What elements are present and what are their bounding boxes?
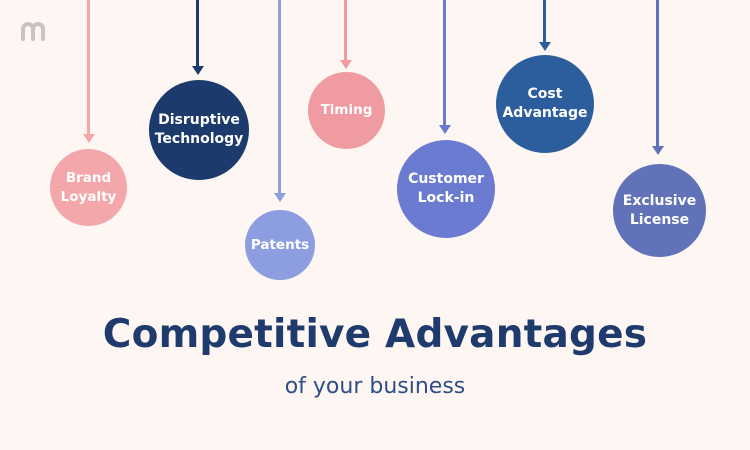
connector-line-cost-advantage bbox=[543, 0, 546, 43]
advantage-node-exclusive-license: Exclusive License bbox=[613, 164, 706, 257]
advantage-node-customer-lock-in: Customer Lock-in bbox=[397, 140, 495, 238]
advantage-node-brand-loyalty: Brand Loyalty bbox=[50, 149, 127, 226]
node-label-line2: Lock-in bbox=[417, 190, 475, 206]
node-label-line1: Customer bbox=[408, 171, 484, 188]
node-label-line1: Exclusive bbox=[622, 192, 697, 209]
node-label-line2: License bbox=[629, 211, 690, 228]
advantage-node-cost-advantage: Cost Advantage bbox=[496, 55, 594, 153]
advantage-node-patents: Patents bbox=[245, 210, 315, 280]
arrow-down-icon bbox=[651, 146, 664, 155]
node-label-line1: Cost bbox=[527, 86, 563, 103]
node-label-line2: Loyalty bbox=[60, 188, 117, 205]
node-label-line2: Technology bbox=[154, 131, 244, 147]
page-subtitle: of your business bbox=[284, 374, 466, 399]
advantage-node-disruptive-technology: Disruptive Technology bbox=[149, 80, 249, 180]
page-title: Competitive Advantages bbox=[102, 312, 648, 357]
connector-line-brand-loyalty bbox=[87, 0, 90, 136]
arrow-down-icon bbox=[273, 193, 286, 202]
node-label-line1: Brand bbox=[65, 170, 112, 187]
arrow-down-icon bbox=[339, 60, 352, 69]
connector-line-customer-lock-in bbox=[443, 0, 446, 126]
connector-line-disruptive-technology bbox=[196, 0, 199, 67]
arrow-down-icon bbox=[191, 66, 204, 75]
connector-line-exclusive-license bbox=[656, 0, 659, 147]
connector-line-timing bbox=[344, 0, 347, 62]
arrow-down-icon bbox=[538, 42, 551, 51]
advantage-node-timing: Timing bbox=[308, 72, 385, 149]
arrow-down-icon bbox=[82, 134, 95, 143]
node-label-line1: Patents bbox=[250, 236, 310, 253]
brand-logo-icon bbox=[21, 22, 45, 41]
node-label-line1: Disruptive bbox=[158, 112, 240, 129]
connector-line-patents bbox=[278, 0, 281, 195]
node-label-line1: Timing bbox=[320, 102, 373, 119]
node-label-line2: Advantage bbox=[502, 105, 588, 121]
arrow-down-icon bbox=[438, 125, 451, 134]
